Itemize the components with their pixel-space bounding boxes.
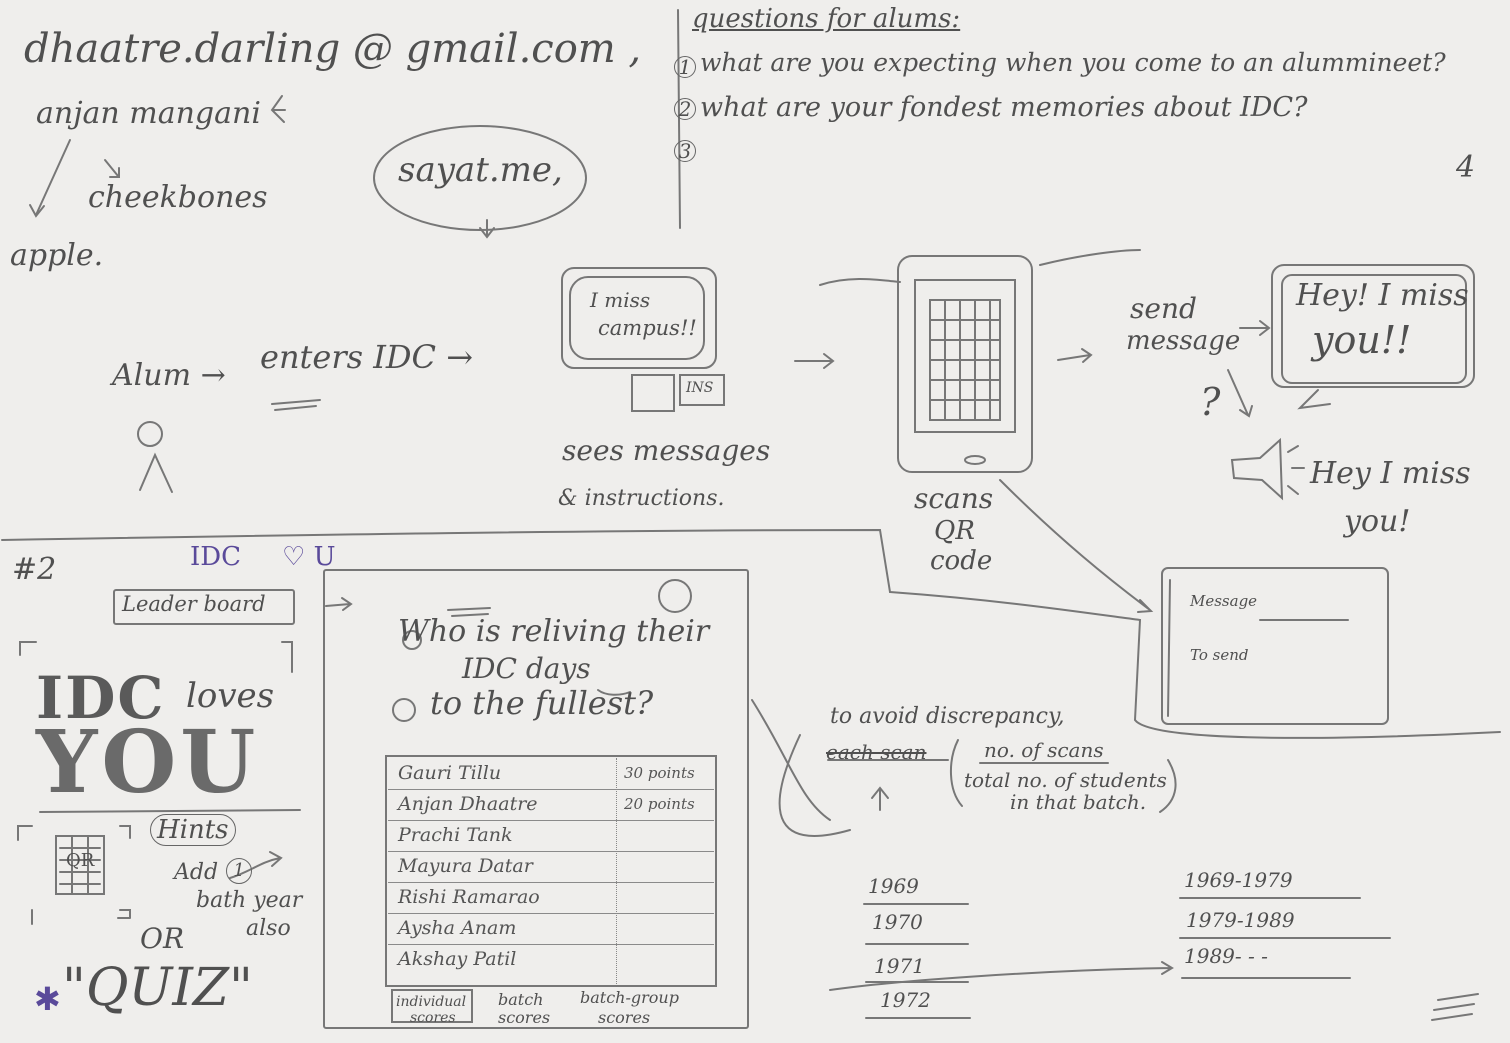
bubble-text-1: Hey! I miss [1296, 278, 1469, 313]
question-3-number: 3 [674, 140, 696, 162]
fraction-numerator: no. of scans [984, 738, 1104, 762]
table-row[interactable]: Prachi Tank [388, 820, 714, 852]
quiz-label: "QUIZ" [62, 958, 253, 1018]
send-label-1: send [1130, 292, 1197, 325]
sees-messages-label: sees messages [562, 434, 771, 467]
question-2: what are your fondest memories about IDC… [700, 92, 1308, 123]
row-name: Mayura Datar [398, 855, 533, 877]
row-name: Anjan Dhaatre [398, 793, 538, 815]
loves-u-heading: ♡ U [282, 542, 336, 572]
points-column-divider [616, 758, 617, 984]
apple-note: apple. [10, 238, 104, 273]
audio-text-2: you! [1344, 504, 1411, 539]
add-number: 1 [226, 858, 252, 884]
poster-idc: IDC [36, 664, 166, 732]
year-item: 1970 [872, 910, 923, 934]
scans-label-3: code [930, 546, 993, 576]
leaderboard-tab[interactable]: Leader board [122, 592, 266, 616]
alum-label: Alum → [112, 358, 226, 393]
scans-label-2: QR [934, 516, 975, 546]
sayat-ellipse [373, 125, 587, 231]
row-name: Akshay Patil [398, 948, 517, 970]
audio-text-1: Hey I miss [1310, 456, 1471, 491]
speaker-icon [1230, 437, 1284, 501]
tab-batch-group-2[interactable]: scores [598, 1008, 651, 1027]
batch-year-label: bath year [196, 888, 303, 913]
table-row[interactable]: Gauri Tillu 30 points [388, 758, 714, 790]
discrepancy-struck: each scan [826, 740, 927, 764]
discrepancy-note: to avoid discrepancy, [830, 704, 1065, 729]
star-icon: ✱ [34, 980, 61, 1018]
batch-also-label: also [246, 916, 291, 941]
form-message-label: Message [1190, 592, 1258, 610]
table-row[interactable]: Aysha Anam [388, 913, 714, 945]
email-note: dhaatre.darling @ gmail.com , [24, 26, 642, 72]
poster-loves: loves [186, 676, 275, 716]
tab-batch-2[interactable]: scores [498, 1008, 551, 1027]
send-label-2: message [1126, 326, 1241, 356]
sees-instructions-label: & instructions. [558, 486, 725, 511]
row-points: 30 points [624, 764, 695, 782]
corner-mark: 4 [1456, 150, 1476, 185]
year-item: 1971 [874, 954, 925, 978]
sayat-note: sayat.me, [398, 150, 563, 190]
tab-individual-1[interactable]: individual [396, 994, 467, 1010]
table-row[interactable]: Rishi Ramarao [388, 882, 714, 914]
anjan-note: anjan mangani [36, 96, 261, 131]
cheekbones-note: cheekbones [88, 180, 268, 215]
phone-scanner [897, 255, 1033, 473]
row-name: Aysha Anam [398, 917, 517, 939]
questions-title: questions for alums: [692, 4, 961, 34]
question-mark: ? [1200, 380, 1221, 424]
bubble-text-2: you!! [1312, 318, 1412, 362]
row-name: Prachi Tank [398, 824, 513, 846]
or-label: OR [140, 922, 185, 955]
screen-message-2: campus!! [598, 316, 697, 340]
fraction-denominator-1: total no. of students [964, 768, 1167, 792]
row-name: Rishi Ramarao [398, 886, 540, 908]
avatar [658, 579, 692, 613]
table-row[interactable]: Anjan Dhaatre 20 points [388, 789, 714, 821]
row-points: 20 points [624, 795, 695, 813]
speech-bubble [1271, 264, 1475, 388]
ins-label: INS [686, 380, 714, 396]
table-row[interactable]: Akshay Patil [388, 944, 714, 975]
year-group-item: 1969-1979 [1184, 868, 1293, 892]
leaderboard-heading-2: IDC days [462, 652, 591, 685]
section-divider [1, 528, 1501, 739]
fraction-denominator-2: in that batch. [1010, 790, 1147, 814]
tab-individual-2[interactable]: scores [410, 1010, 456, 1026]
add-label: Add [174, 860, 219, 885]
year-group-item: 1979-1989 [1186, 908, 1295, 932]
message-form [1161, 567, 1389, 725]
qr-text: QR [66, 850, 95, 871]
leaderboard-heading-3: to the fullest? [430, 684, 654, 722]
tab-batch-group-1[interactable]: batch-group [580, 988, 679, 1007]
question-2-number: 2 [674, 98, 696, 120]
question-1-number: 1 [674, 56, 696, 78]
poster-you: YOU [36, 712, 260, 813]
leaderboard-heading-1: Who is reliving their [398, 614, 710, 649]
section-number: #2 [12, 552, 57, 587]
screen-message-1: I miss [590, 288, 651, 312]
table-row[interactable]: Mayura Datar [388, 851, 714, 883]
year-item: 1969 [868, 874, 919, 898]
row-name: Gauri Tillu [398, 762, 502, 784]
leaderboard-card [323, 569, 749, 1029]
enters-idc-label: enters IDC → [260, 338, 473, 376]
year-group-item: 1989- - - [1184, 944, 1268, 968]
kiosk-screen [561, 267, 717, 369]
year-item: 1972 [880, 988, 931, 1012]
tab-batch-1[interactable]: batch [498, 990, 544, 1009]
scans-label-1: scans [914, 482, 994, 515]
form-tosend-label: To send [1190, 646, 1249, 664]
question-1: what are you expecting when you come to … [700, 48, 1446, 77]
idc-heading: IDC [190, 542, 242, 572]
hints-label: Hints [150, 814, 236, 846]
leaderboard-table: Gauri Tillu 30 points Anjan Dhaatre 20 p… [388, 758, 714, 984]
